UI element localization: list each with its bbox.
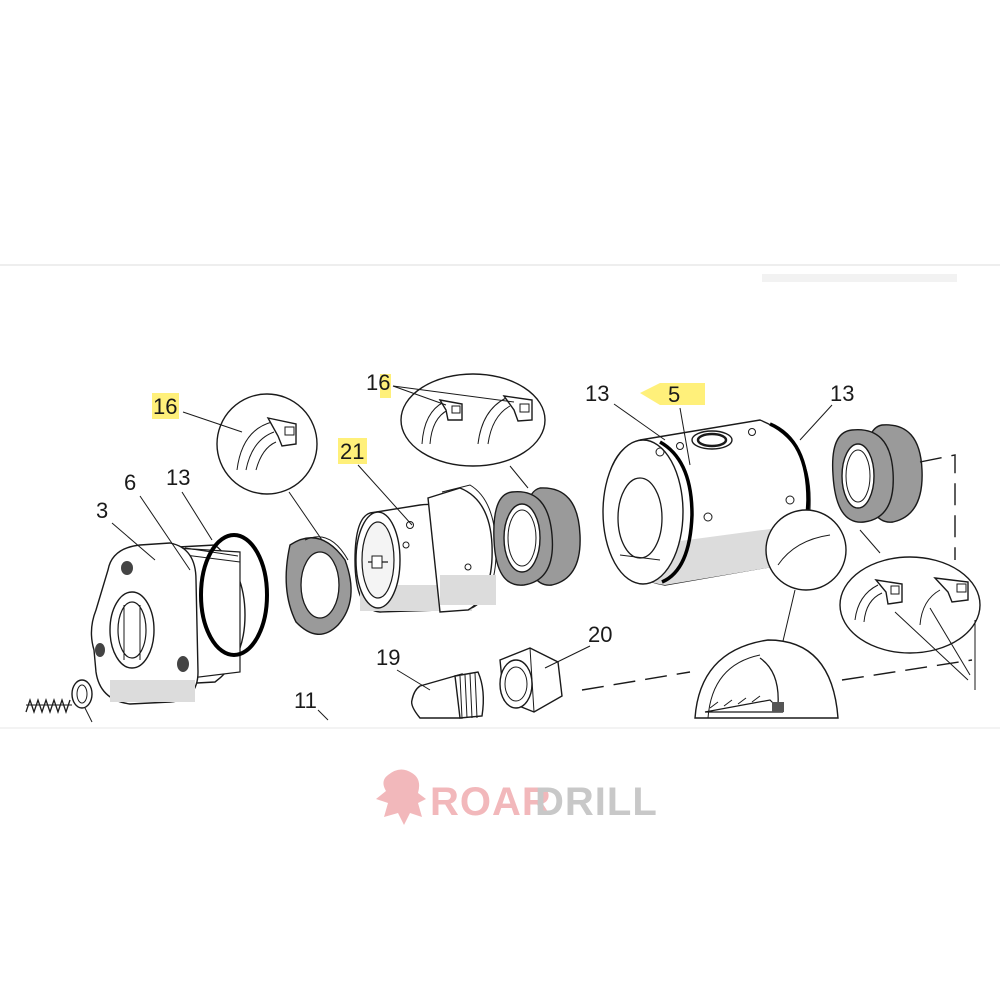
lion-icon [376,769,426,825]
spring-part [25,697,72,715]
svg-text:16: 16 [366,370,390,395]
svg-text:DRILL: DRILL [535,780,658,824]
svg-text:ROAR: ROAR [430,780,552,824]
diagram-frame [0,264,1000,282]
o-ring-part-13-left [199,533,269,657]
callout-13-right: 13 [799,381,854,441]
section-detail-bottom [694,639,839,719]
callout-3: 3 [96,498,156,561]
plug-part-19 [410,671,485,719]
svg-text:13: 13 [585,381,609,406]
callout-16-left: 16 [152,393,243,433]
sleeve-part-21 [354,484,497,613]
seal-ring-part-16-left [285,536,352,635]
svg-text:20: 20 [588,622,612,647]
callout-6: 6 [124,470,191,571]
seal-pack-center [493,487,581,586]
callout-5: 5 [640,382,705,466]
flange-housing-part-3 [90,542,246,705]
svg-text:11: 11 [294,688,317,713]
seal-detail-circle-right [839,529,981,681]
hex-nut-part-20 [499,647,563,713]
callout-13-left: 13 [166,465,213,541]
washer-part [71,679,93,723]
svg-text:19: 19 [376,645,400,670]
roardrill-logo: ROAR DRILL [376,769,658,825]
assembly-guide-lines [581,454,976,691]
svg-text:16: 16 [153,394,177,419]
cylinder-part-5 [602,419,811,586]
callout-11: 11 [294,688,329,721]
svg-text:21: 21 [340,439,364,464]
callout-16-center: 16 [366,370,515,406]
svg-text:6: 6 [124,470,136,495]
svg-text:3: 3 [96,498,108,523]
callout-13-mid: 13 [585,381,666,441]
callout-20: 20 [544,622,612,669]
svg-text:5: 5 [668,382,680,407]
svg-text:13: 13 [166,465,190,490]
callout-19: 19 [376,645,431,691]
svg-text:13: 13 [830,381,854,406]
seal-detail-circle-left [216,393,323,541]
seal-pack-right [831,424,923,523]
seal-detail-circle-center [400,373,546,489]
callout-21: 21 [338,438,413,526]
